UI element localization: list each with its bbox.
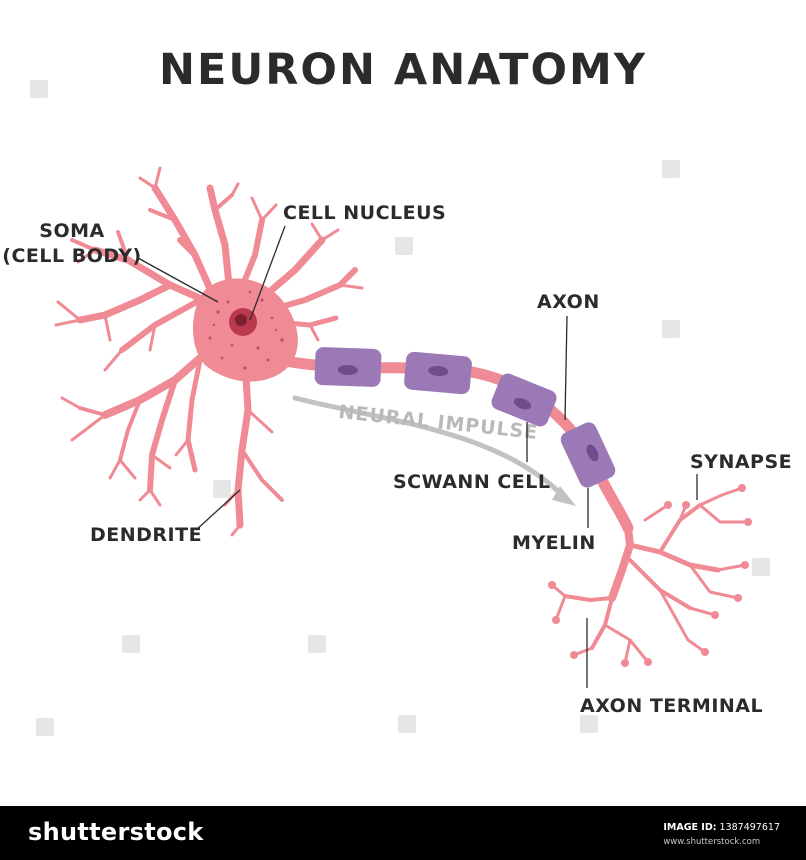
schwann-cell-2 (404, 351, 472, 395)
soma-dots (208, 290, 284, 370)
myelin-sheath (314, 347, 616, 488)
neuron-diagram: NEURON ANATOMY (2, 45, 792, 736)
neural-impulse-arrow (292, 395, 576, 506)
cell-nucleus-label: CELL NUCLEUS (283, 202, 446, 224)
axon-terminal-label: AXON TERMINAL (580, 695, 763, 717)
schwann-cell-1 (314, 347, 382, 387)
watermark-pattern (30, 80, 770, 736)
footer-site: www.shutterstock.com (663, 837, 761, 847)
image-id-block: IMAGE ID: 1387497617 www.shutterstock.co… (663, 821, 780, 849)
dendrites (54, 166, 364, 537)
myelin-label: MYELIN (512, 532, 596, 554)
synaptic-knobs (548, 484, 752, 667)
synapse-label: SYNAPSE (690, 451, 792, 473)
cell-nucleus (229, 308, 257, 336)
axon-label: AXON (537, 291, 600, 313)
page-title: NEURON ANATOMY (159, 45, 647, 95)
soma-label-sub: (CELL BODY) (2, 245, 141, 267)
stock-footer: shutterstock IMAGE ID: 1387497617 www.sh… (0, 806, 806, 860)
schwann-cell-3 (491, 373, 557, 427)
shutterstock-logo: shutterstock (28, 818, 204, 846)
image-id-value: 1387497617 (719, 822, 780, 833)
image-id-label: IMAGE ID: (663, 822, 717, 833)
axon-terminal-branches (550, 486, 750, 665)
schwann-cell-4 (560, 422, 616, 488)
dendrite-label: DENDRITE (90, 524, 202, 546)
soma-label: SOMA (39, 220, 104, 242)
schwann-cell-label: SCWANN CELL (393, 471, 551, 493)
leader-lines (137, 225, 698, 688)
